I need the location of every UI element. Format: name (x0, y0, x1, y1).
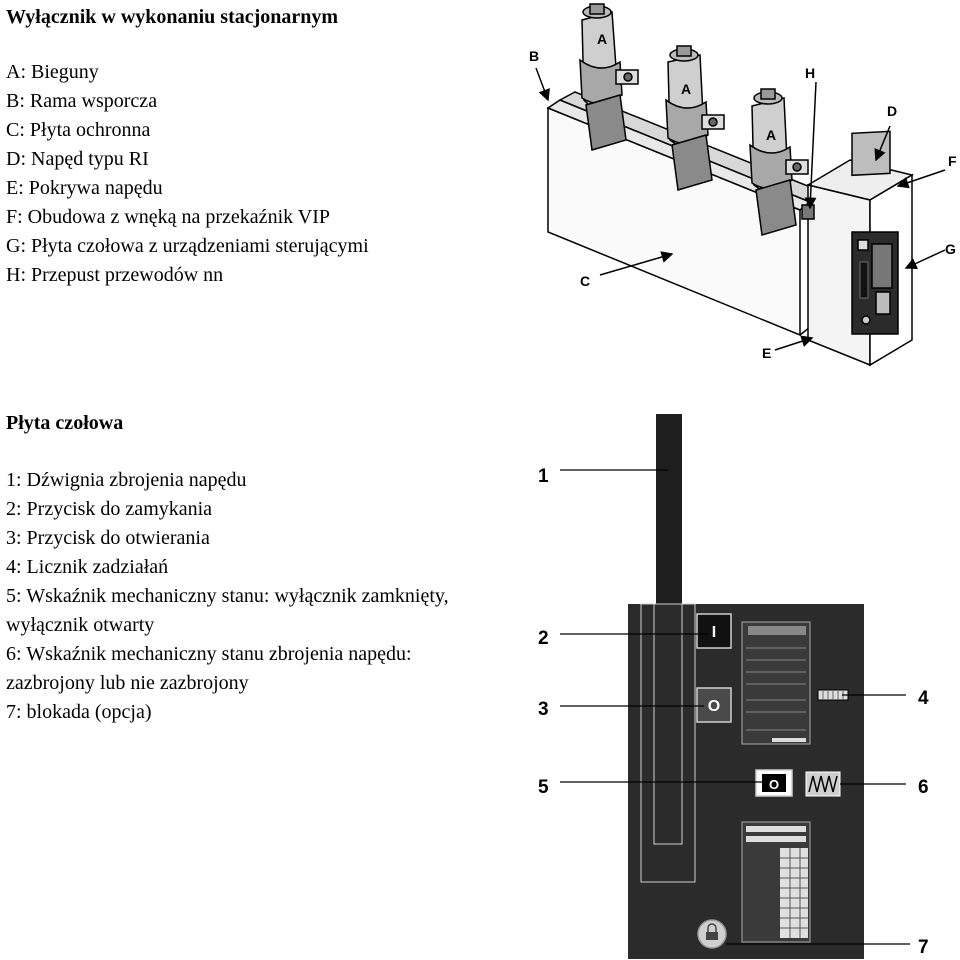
front-panel-callouts (560, 469, 910, 945)
figure-label-a: A (681, 81, 691, 97)
figure-label-d: D (887, 103, 897, 119)
pole-3 (749, 88, 809, 236)
close-button (696, 613, 732, 649)
legend-item: F: Obudowa z wnęką na przekaźnik VIP (6, 206, 330, 228)
figure-label-5: 5 (538, 777, 549, 798)
figure-label-3: 3 (538, 699, 549, 720)
figure-label-4: 4 (918, 688, 929, 709)
legend-item: 2: Przycisk do zamykania (6, 498, 213, 520)
charging-lever (656, 414, 682, 604)
breaker-section-title: Wyłącznik w wykonaniu stacjonarnym (6, 6, 339, 28)
settings-table (741, 821, 811, 943)
open-button (696, 687, 732, 723)
rating-plate (741, 621, 811, 745)
pole-1 (579, 3, 639, 151)
breaker-callouts: A A A B C D E F G H (529, 31, 957, 361)
figure-label-b: B (529, 48, 539, 64)
front-panel-section-title: Płyta czołowa (6, 412, 124, 434)
legend-item: H: Przepust przewodów nn (6, 264, 224, 286)
legend-item: A: Bieguny (6, 61, 99, 83)
legend-item: G: Płyta czołowa z urządzeniami sterując… (6, 235, 369, 257)
figure-label-a: A (766, 127, 776, 143)
legend-item: 6: Wskaźnik mechaniczny stanu zbrojenia … (6, 643, 412, 694)
figure-label-7: 7 (918, 937, 929, 958)
legend-item: 3: Przycisk do otwierania (6, 527, 210, 549)
figure-label-1: 1 (538, 466, 549, 487)
legend-item: C: Płyta ochronna (6, 119, 151, 141)
figure-label-c: C (580, 273, 590, 289)
drive-housing (806, 130, 914, 367)
open-button-symbol: O (708, 698, 720, 715)
figure-label-2: 2 (538, 628, 549, 649)
legend-item: 5: Wskaźnik mechaniczny stanu: wyłącznik… (6, 585, 449, 636)
legend-item: E: Pokrywa napędu (6, 177, 163, 199)
pole-2 (665, 45, 725, 191)
cable-gland (801, 204, 815, 220)
front-panel-illustration: I O O (628, 414, 864, 959)
legend-item: 1: Dźwignia zbrojenia napędu (6, 469, 247, 491)
state-indicator-symbol: O (769, 777, 779, 792)
breaker-parts-legend: A: Bieguny B: Rama wsporcza C: Płyta och… (6, 58, 436, 290)
figure-label-g: G (945, 241, 956, 257)
front-panel-numbers: 1 2 3 4 5 6 7 (538, 466, 929, 958)
figure-label-h: H (805, 65, 815, 81)
legend-item: 7: blokada (opcja) (6, 701, 152, 723)
legend-item: 4: Licznik zadziałań (6, 556, 169, 578)
legend-item: B: Rama wsporcza (6, 90, 158, 112)
close-button-symbol: I (712, 624, 716, 641)
breaker-illustration (546, 3, 914, 367)
figure-label-e: E (762, 345, 771, 361)
front-panel-legend: 1: Dźwignia zbrojenia napędu 2: Przycisk… (6, 466, 486, 727)
figure-label-a: A (597, 31, 607, 47)
figure-label-f: F (948, 153, 957, 169)
figure-label-6: 6 (918, 777, 929, 798)
legend-item: D: Napęd typu RI (6, 148, 149, 170)
